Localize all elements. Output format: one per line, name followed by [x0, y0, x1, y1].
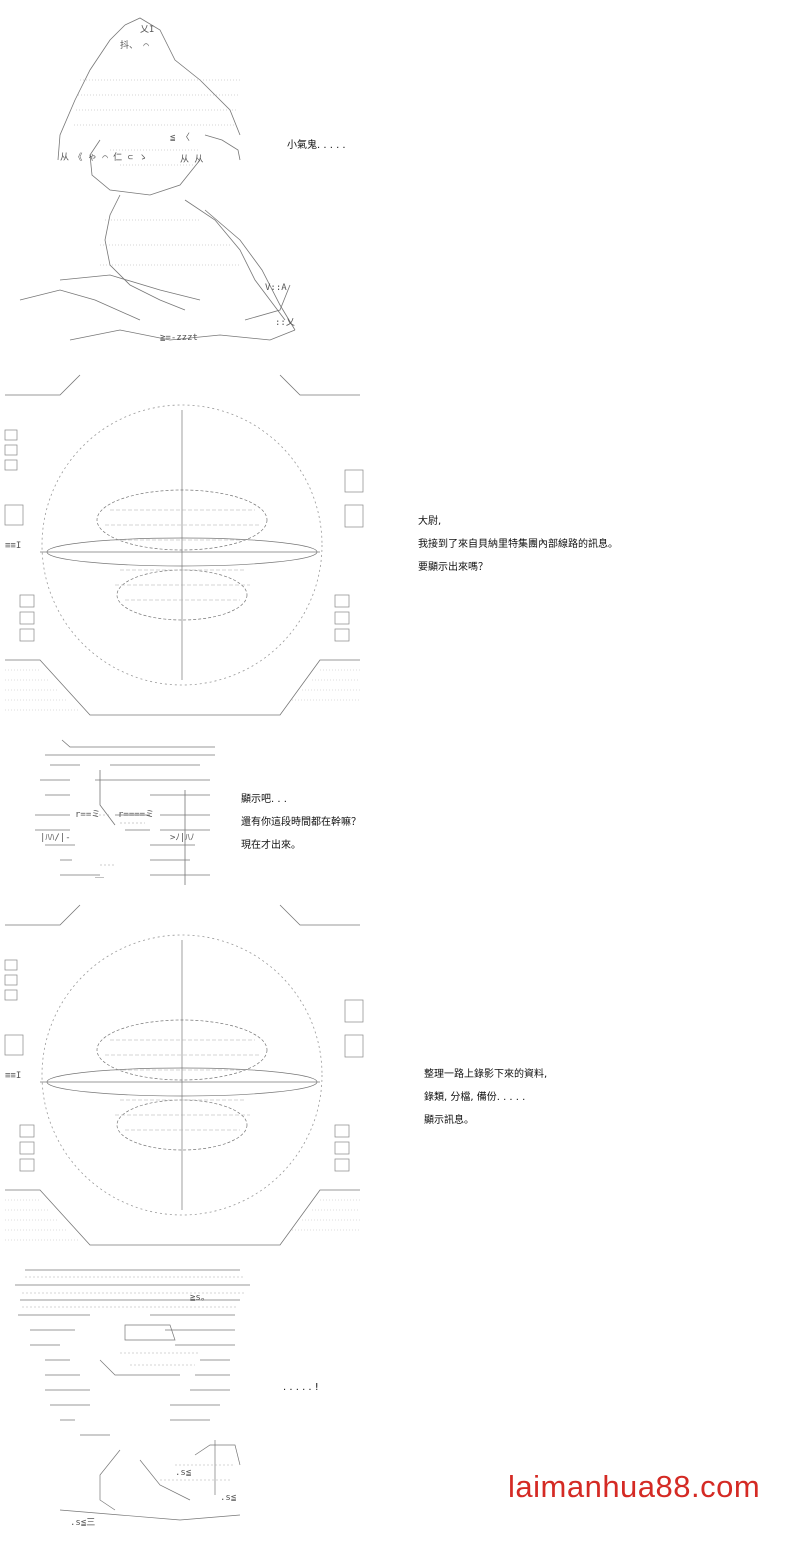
svg-text:>ﾉ|ﾊﾉ: >ﾉ|ﾊﾉ	[170, 833, 194, 843]
svg-text:V::A: V::A	[265, 283, 287, 293]
svg-text:|ﾊﾊ/|-: |ﾊﾊ/|-	[40, 833, 71, 843]
svg-text:乂I: 乂I	[140, 25, 154, 35]
dialogue-line: 還有你這段時間都在幹嘛？	[241, 817, 361, 828]
svg-text:r====ミ: r====ミ	[118, 810, 154, 820]
dialogue-3: 顯示吧. . . 還有你這段時間都在幹嘛？ 現在才出來。	[241, 788, 361, 857]
svg-text:.s≦: .s≦	[220, 1493, 237, 1503]
dialogue-line: 我接到了來自貝納里特集團內部線路的訊息。	[418, 539, 618, 550]
svg-text:从 从: 从 从	[180, 154, 203, 165]
svg-text:＿: ＿	[95, 870, 104, 880]
panel-1: 乂I 抖、 ⌒ ≦ 〈 从 《 ゃ ⌒ 仁 ⊂ ゝ 从 从 ≧=-zzzt V:…	[0, 0, 800, 360]
dialogue-line: . . . . . !	[283, 1382, 319, 1393]
svg-text:r==ミ: r==ミ	[75, 810, 100, 820]
panel-4: ≡≡I 整理一路上錄影下來的資料, 錄類, 分檔, 備份. . . . . 顯示…	[0, 900, 800, 1250]
dialogue-line: 整理一路上錄影下來的資料,	[424, 1069, 548, 1080]
svg-text:抖、 ⌒: 抖、 ⌒	[120, 39, 149, 51]
ascii-figure-boy-icon: ≧s。 .s≦ .s≦三 .s≦	[0, 1265, 370, 1535]
svg-text:≧=-zzzt: ≧=-zzzt	[160, 333, 198, 343]
svg-text:.s≦三: .s≦三	[70, 1518, 95, 1528]
dialogue-line: 大尉,	[418, 516, 442, 527]
svg-text:.s≦: .s≦	[175, 1468, 192, 1478]
svg-text:从 《 ゃ ⌒ 仁 ⊂ ゝ: 从 《 ゃ ⌒ 仁 ⊂ ゝ	[60, 151, 147, 163]
svg-text:≡≡I: ≡≡I	[5, 541, 21, 551]
svg-text:::乂: ::乂	[275, 318, 295, 328]
ascii-figure-girl-icon: 乂I 抖、 ⌒ ≦ 〈 从 《 ゃ ⌒ 仁 ⊂ ゝ 从 从 ≧=-zzzt V:…	[0, 0, 370, 360]
dialogue-line: 現在才出來。	[241, 840, 301, 851]
ascii-hud-screen-icon: ≡≡I	[0, 900, 370, 1250]
ascii-hud-screen-icon: ≡≡I	[0, 370, 370, 720]
dialogue-line: 要顯示出來嗎？	[418, 562, 488, 573]
dialogue-4: 整理一路上錄影下來的資料, 錄類, 分檔, 備份. . . . . 顯示訊息。	[424, 1063, 547, 1132]
svg-text:≡≡I: ≡≡I	[5, 1071, 21, 1081]
panel-5: ≧s。 .s≦ .s≦三 .s≦ . . . . . !	[0, 1265, 800, 1535]
panel-3: r==ミ r====ミ |ﾊﾊ/|- >ﾉ|ﾊﾉ ＿ 顯示吧. . . 還有你這…	[0, 735, 800, 890]
dialogue-line: 顯示吧. . .	[241, 794, 287, 805]
dialogue-line: 顯示訊息。	[424, 1115, 474, 1126]
svg-text:≧s。: ≧s。	[190, 1293, 210, 1303]
watermark-text: laimanhua88.com	[508, 1469, 761, 1504]
ascii-figure-man-icon: r==ミ r====ミ |ﾊﾊ/|- >ﾉ|ﾊﾉ ＿	[0, 735, 370, 890]
dialogue-2: 大尉, 我接到了來自貝納里特集團內部線路的訊息。 要顯示出來嗎？	[418, 510, 618, 579]
panel-2: ≡≡I 大尉, 我接到了來自貝納里特集團內部線路的訊息。 要顯示出來嗎？	[0, 370, 800, 720]
dialogue-1: 小氣鬼. . . . .	[287, 134, 346, 157]
dialogue-line: 錄類, 分檔, 備份. . . . .	[424, 1092, 526, 1103]
dialogue-5: . . . . . !	[283, 1376, 319, 1399]
svg-text:≦ 〈: ≦ 〈	[170, 132, 190, 143]
dialogue-line: 小氣鬼. . . . .	[287, 140, 346, 151]
